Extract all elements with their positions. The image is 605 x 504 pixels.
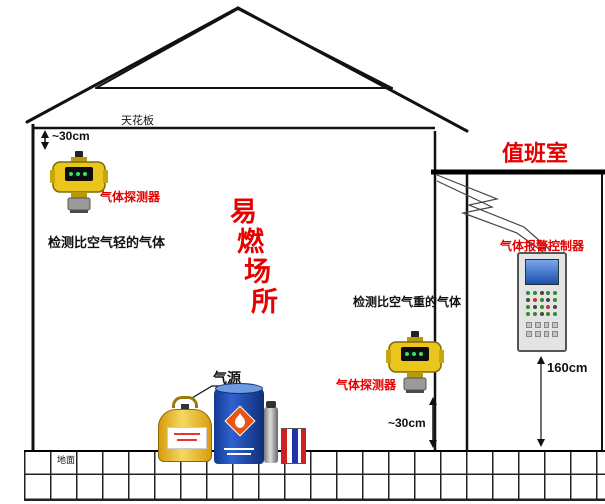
duty-room-label: 值班室 xyxy=(502,141,569,166)
duty-room-walls xyxy=(431,169,605,451)
controller-height-label: 160cm xyxy=(547,360,588,375)
drum-markings xyxy=(222,447,256,457)
controller-keys xyxy=(519,318,565,341)
signal-wires xyxy=(436,174,551,253)
dimension-controller-height xyxy=(537,356,545,447)
gas-detector-icon xyxy=(50,151,108,213)
top-clearance-label: ~30cm xyxy=(52,129,90,143)
controller-screen xyxy=(525,259,559,285)
gas-cylinder xyxy=(158,396,212,462)
cylinder-label xyxy=(167,427,207,449)
gas-detector-bottom xyxy=(386,330,444,394)
dimension-bottom-clearance xyxy=(429,397,437,448)
flame-icon xyxy=(235,413,245,428)
flammable-diamond-icon xyxy=(224,405,256,437)
gas-detector-icon xyxy=(386,331,444,393)
gas-detector-top xyxy=(50,150,108,214)
spray-can xyxy=(264,401,278,463)
cylinder-body xyxy=(158,409,212,462)
bottom-detector-label: 气体探测器 xyxy=(336,378,397,392)
light-gas-note: 检测比空气轻的气体 xyxy=(48,235,166,250)
heavy-gas-note: 检测比空气重的气体 xyxy=(353,295,462,309)
blue-drum xyxy=(214,383,264,464)
cylinder-valve xyxy=(181,404,189,411)
controller-leds xyxy=(519,289,565,318)
cylinder-handle xyxy=(172,396,198,408)
bottom-clearance-label: ~30cm xyxy=(388,416,426,430)
ceiling-label: 天花板 xyxy=(121,115,154,127)
ground-label: 地面 xyxy=(56,455,77,466)
top-detector-label: 气体探测器 xyxy=(100,190,161,204)
roof-structure xyxy=(25,6,469,133)
product-box xyxy=(281,428,306,464)
gas-source-label: 气源 xyxy=(213,370,241,386)
dimension-top-clearance xyxy=(41,130,49,150)
gas-alarm-controller xyxy=(517,252,567,352)
controller-label: 气体报警控制器 xyxy=(500,239,585,253)
floor-tiles xyxy=(24,450,605,501)
flammable-area-label: 易 燃 场 所 xyxy=(230,197,278,317)
